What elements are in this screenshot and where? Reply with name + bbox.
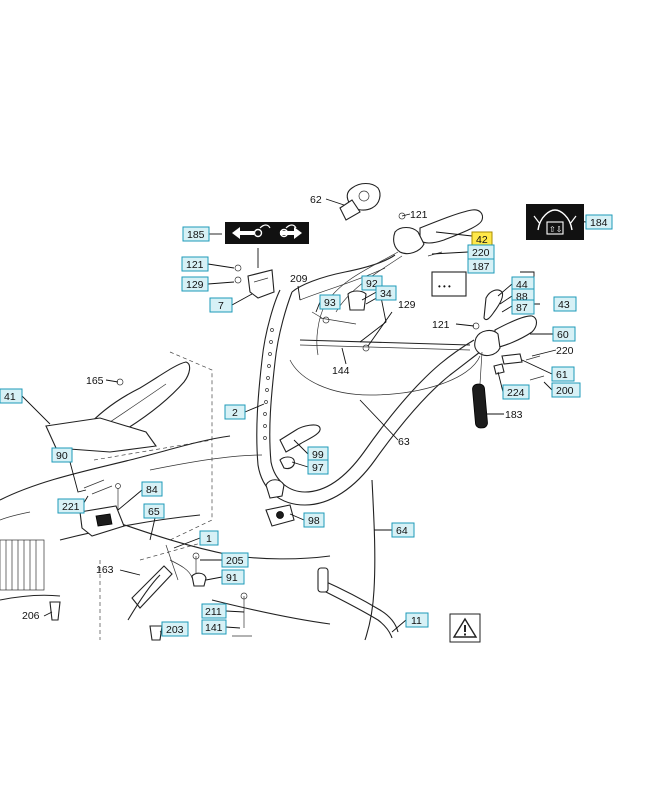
callout-220: 220 [467,244,495,260]
label-121-b: 121 [410,209,428,221]
label-163: 163 [96,564,114,576]
label-121-c: 121 [432,319,450,331]
callout-2: 2 [224,404,246,420]
svg-text:98: 98 [308,515,320,527]
callout-121-a: 121 [181,256,209,272]
label-220-b: 220 [556,345,574,357]
svg-text:44: 44 [516,279,528,291]
svg-text:90: 90 [56,450,68,462]
callout-141: 141 [201,619,227,635]
direction-arrows-icon [225,222,309,244]
operator-presence-icon: ⇧⇩ [526,204,584,240]
label-165: 165 [86,375,104,387]
callout-224: 224 [502,384,530,400]
svg-text:205: 205 [226,555,244,567]
label-209: 209 [290,273,308,285]
svg-text:129: 129 [186,279,204,291]
callout-211: 211 [201,603,227,619]
svg-text:84: 84 [146,484,158,496]
callout-60: 60 [552,326,576,342]
svg-text:2: 2 [232,407,238,419]
callout-205: 205 [221,552,249,568]
plain-labels: 62 121 220 209 129 121 144 165 63 183 16… [22,194,574,622]
svg-text:1: 1 [206,533,212,545]
svg-text:97: 97 [312,462,324,474]
svg-text:⇧⇩: ⇧⇩ [549,225,562,234]
svg-text:185: 185 [187,229,205,241]
svg-text:203: 203 [166,624,184,636]
svg-text:221: 221 [62,501,80,513]
svg-text:141: 141 [205,622,223,634]
svg-text:42: 42 [476,234,488,246]
svg-text:187: 187 [472,261,490,273]
drawing-line-art: • • • [0,182,545,641]
callout-7: 7 [209,297,233,313]
callout-64: 64 [391,522,415,538]
svg-text:99: 99 [312,449,324,461]
svg-text:91: 91 [226,572,238,584]
svg-text:184: 184 [590,217,608,229]
label-206: 206 [22,610,40,622]
callout-91: 91 [221,569,245,585]
callout-97: 97 [307,459,329,475]
svg-text:87: 87 [516,302,528,314]
svg-text:220: 220 [472,247,490,259]
svg-text:61: 61 [556,369,568,381]
callout-43: 43 [553,296,577,312]
callout-34: 34 [375,285,397,301]
svg-text:224: 224 [507,387,525,399]
callout-184: 184 [585,214,613,230]
callout-187: 187 [467,258,495,274]
svg-text:34: 34 [380,288,392,300]
svg-text:64: 64 [396,525,408,537]
svg-text:11: 11 [411,615,422,627]
callout-221: 221 [57,498,85,514]
callout-84: 84 [141,481,163,497]
svg-text:93: 93 [324,297,336,309]
callout-93: 93 [319,294,341,310]
svg-text:211: 211 [205,606,222,618]
callout-99: 99 [307,446,329,462]
callout-98: 98 [303,512,325,528]
callout-90: 90 [51,447,73,463]
callout-87: 87 [511,299,535,315]
label-183: 183 [505,409,523,421]
svg-text:92: 92 [366,278,378,290]
svg-text:121: 121 [186,259,204,271]
callout-129-a: 129 [181,276,209,292]
svg-text:88: 88 [516,291,528,303]
callout-42: 42 [471,231,493,247]
callout-11: 11 [405,612,429,628]
label-62: 62 [310,194,322,206]
svg-text:7: 7 [218,300,224,312]
callout-61: 61 [551,366,575,382]
callout-1: 1 [199,530,219,546]
label-129-b: 129 [398,299,416,311]
callout-41: 41 [0,388,23,404]
svg-text:43: 43 [558,299,570,311]
svg-text:41: 41 [4,391,16,403]
warning-triangle-icon [449,613,481,643]
callout-185: 185 [182,226,210,242]
callout-200: 200 [551,382,581,398]
callout-65: 65 [143,503,165,519]
callout-203: 203 [161,621,189,637]
label-144: 144 [332,365,350,377]
svg-text:60: 60 [557,329,569,341]
label-63: 63 [398,436,410,448]
svg-text:200: 200 [556,385,574,397]
svg-text:65: 65 [148,506,160,518]
svg-text:• • •: • • • [438,282,451,291]
